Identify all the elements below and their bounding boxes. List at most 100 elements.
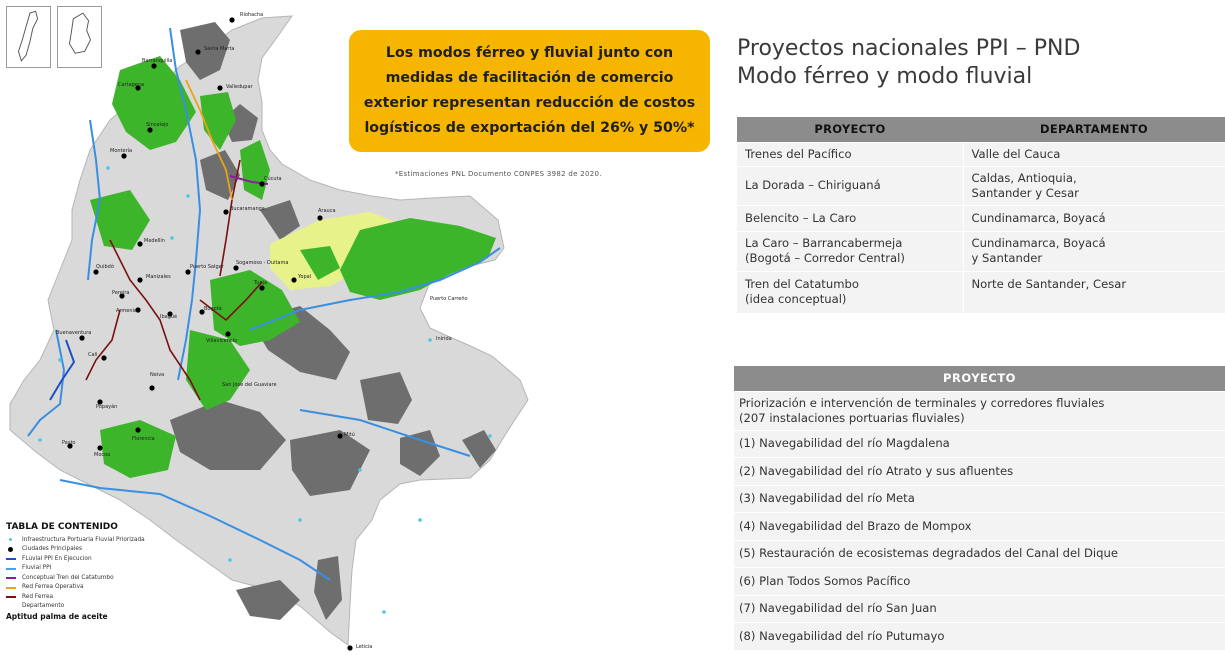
cell-text: Cundinamarca, Boyacá <box>971 236 1106 250</box>
cell-departamento: Valle del Cauca <box>963 141 1225 166</box>
cell-proyecto: (7) Navegabilidad del río San Juan <box>734 594 1225 623</box>
port-dot-icon <box>6 535 16 544</box>
city-label: Cúcuta <box>264 175 282 182</box>
cell-proyecto: (3) Navegabilidad del río Meta <box>734 484 1225 513</box>
cell-text: (Bogotá – Corredor Central) <box>745 251 905 265</box>
cell-departamento: Norte de Santander, Cesar <box>963 270 1225 313</box>
legend-item: Fluvial PPI <box>6 564 226 574</box>
city-markers <box>67 17 353 651</box>
legend-item: Conceptual Tren del Catatumbo <box>6 573 226 583</box>
city-label: Neiva <box>150 372 164 378</box>
cell-text: La Caro – Barrancabermeja <box>745 236 903 250</box>
cell-departamento: Caldas, Antioquia,Santander y Cesar <box>963 165 1225 205</box>
city-label: Buenaventura <box>56 330 91 336</box>
city-label: Inírida <box>436 335 452 342</box>
cell-proyecto: (8) Navegabilidad del río Putumayo <box>734 622 1225 650</box>
cell-text: Cundinamarca, Boyacá <box>971 210 1106 225</box>
table-row: (6) Plan Todos Somos Pacífico <box>734 567 1225 595</box>
cell-proyecto: (5) Restauración de ecosistemas degradad… <box>734 539 1225 568</box>
table-row: (2) Navegabilidad del río Atrato y sus a… <box>734 457 1225 485</box>
table-row: (5) Restauración de ecosistemas degradad… <box>734 539 1225 568</box>
city-label: Arauca <box>318 208 336 214</box>
legend-label: Infraestructura Portuaria Fluvial Priori… <box>22 536 145 543</box>
page-title: Proyectos nacionales PPI – PND Modo férr… <box>737 35 1217 91</box>
city-label: Mitú <box>344 431 355 438</box>
city-label: Puerto Salgar <box>190 264 225 270</box>
table-row: (3) Navegabilidad del río Meta <box>734 484 1225 513</box>
cell-proyecto: (4) Navegabilidad del Brazo de Mompox <box>734 512 1225 540</box>
column-header-proyecto: PROYECTO <box>737 117 963 142</box>
legend-label: Red Ferrea <box>22 593 54 600</box>
table-row: Tren del Catatumbo(idea conceptual) Nort… <box>737 270 1225 313</box>
cell-proyecto: Belencito – La Caro <box>737 204 964 231</box>
legend-item: Red Ferrea Operativa <box>6 583 226 593</box>
city-label: Quibdó <box>96 263 114 270</box>
column-header-departamento: DEPARTAMENTO <box>963 117 1225 142</box>
river-projects-table: PROYECTO Priorización e intervención de … <box>734 366 1225 650</box>
table-row: La Dorada – Chiriguaná Caldas, Antioquia… <box>737 165 1225 205</box>
cell-proyecto: Priorización e intervención de terminale… <box>734 390 1225 430</box>
legend-label: Fluvial PPI <box>22 565 52 572</box>
city-label: Montería <box>110 147 132 154</box>
cell-departamento: Cundinamarca, Boyacá <box>963 204 1225 231</box>
cell-text: Tren del Catatumbo <box>745 277 859 292</box>
city-labels: Riohacha Santa Marta Barranquilla Cartag… <box>56 12 468 650</box>
rail-network <box>85 159 263 401</box>
river-in-execution <box>49 339 76 401</box>
city-label: Villavicencio <box>206 338 237 344</box>
footnote: *Estimaciones PNL Documento CONPES 3982 … <box>395 170 602 178</box>
palm-high-aptitude <box>90 56 496 478</box>
city-label: Sogamoso - Duitama <box>236 260 288 266</box>
table-row: (1) Navegabilidad del río Magdalena <box>734 429 1225 458</box>
city-label: Mocoa <box>94 452 110 458</box>
rail-projects-table: PROYECTO DEPARTAMENTO Trenes del Pacífic… <box>737 117 1225 313</box>
cell-proyecto: (6) Plan Todos Somos Pacífico <box>734 567 1225 595</box>
line-swatch-icon <box>6 592 16 601</box>
legend-label: FLuvial PPI En Ejecucion <box>22 555 92 562</box>
rail-operative <box>185 79 233 201</box>
cell-text: Santander y Cesar <box>971 185 1079 200</box>
table-header-row: PROYECTO DEPARTAMENTO <box>737 117 1225 142</box>
city-label: Bogotá <box>204 305 222 312</box>
column-header-proyecto: PROYECTO <box>734 366 1225 391</box>
cell-text: La Dorada – Chiriguaná <box>745 178 881 192</box>
blank-swatch-icon <box>6 602 16 611</box>
rivers <box>27 27 501 581</box>
table-row: (4) Navegabilidad del Brazo de Mompox <box>734 512 1225 540</box>
legend-item: Departamento <box>6 602 226 612</box>
title-line-1: Proyectos nacionales PPI – PND <box>737 36 1081 61</box>
table-row: Trenes del Pacífico Valle del Cauca <box>737 141 1225 166</box>
city-label: Barranquilla <box>142 58 172 64</box>
city-label: Popayán <box>96 403 117 410</box>
city-label: Pereira <box>112 290 129 296</box>
table-row: Priorización e intervención de terminale… <box>734 390 1225 430</box>
city-label: San José del Guaviare <box>222 381 277 388</box>
city-label: Cali <box>88 352 97 358</box>
cell-proyecto: (1) Navegabilidad del río Magdalena <box>734 429 1225 458</box>
cell-text: Belencito – La Caro <box>745 210 857 225</box>
cell-text: Caldas, Antioquia, <box>971 170 1077 185</box>
city-label: Pasto <box>62 440 75 446</box>
inset-map-san-andres <box>6 6 51 68</box>
cell-text: (idea conceptual) <box>745 292 847 307</box>
city-label: Sincelejo <box>146 122 168 128</box>
city-label: Ibagué <box>160 313 177 320</box>
legend-label: Red Ferrea Operativa <box>22 584 84 591</box>
cell-text: Priorización e intervención de terminale… <box>739 395 1105 410</box>
table-row: Belencito – La Caro Cundinamarca, Boyacá <box>737 204 1225 231</box>
city-label: Medellín <box>144 237 165 244</box>
city-label: Leticia <box>356 644 372 650</box>
colombia-map: Riohacha Santa Marta Barranquilla Cartag… <box>9 12 529 651</box>
legend-item: FLuvial PPI En Ejecucion <box>6 554 226 564</box>
city-label: Yopal <box>297 274 311 280</box>
city-label: Santa Marta <box>204 46 234 52</box>
legend-subtitle: Aptitud palma de aceite <box>6 612 108 621</box>
cell-text: y Santander <box>971 251 1043 265</box>
cell-proyecto: La Caro – Barrancabermeja(Bogotá – Corre… <box>737 230 964 271</box>
title-line-2: Modo férreo y modo fluvial <box>737 64 1033 89</box>
port-markers <box>38 166 492 614</box>
line-swatch-icon <box>6 573 16 582</box>
map-area: Riohacha Santa Marta Barranquilla Cartag… <box>6 6 710 651</box>
city-label: Bucaramanga <box>230 206 265 212</box>
